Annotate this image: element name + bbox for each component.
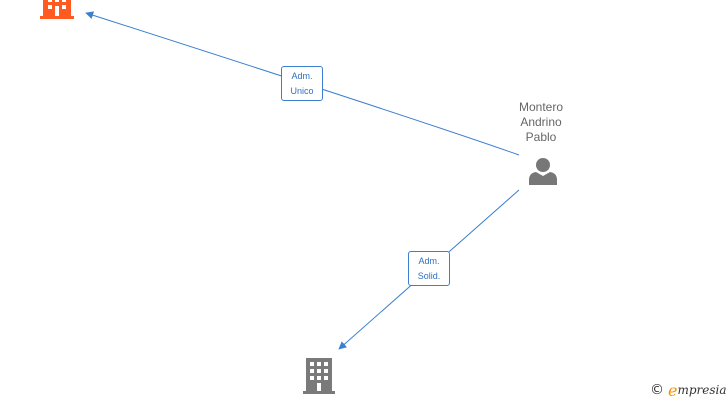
company-building-icon[interactable] — [303, 358, 335, 394]
brand-name: mpresia — [677, 383, 727, 397]
edge-adm-unico — [85, 11, 520, 156]
person-name[interactable]: Montero Andrino Pablo — [505, 100, 577, 145]
person-name-line-2: Andrino — [520, 115, 562, 129]
role-label-line-2: Unico — [290, 86, 314, 96]
person-name-line-3: Pablo — [525, 130, 557, 144]
person-icon[interactable] — [528, 156, 558, 186]
role-label-adm-unico[interactable]: Adm. Unico — [281, 66, 323, 101]
brand-initial: e — [668, 380, 678, 400]
role-label-line-2: Solid. — [417, 271, 441, 281]
copyright-symbol: © — [650, 382, 664, 398]
person-name-line-1: Montero — [518, 100, 564, 114]
role-label-adm-solid[interactable]: Adm. Solid. — [408, 251, 450, 286]
company-building-icon[interactable] — [40, 0, 74, 19]
role-label-line-1: Adm. — [291, 71, 313, 81]
brand-logo: © e mpresia — [650, 380, 727, 400]
role-label-line-1: Adm. — [418, 256, 440, 266]
